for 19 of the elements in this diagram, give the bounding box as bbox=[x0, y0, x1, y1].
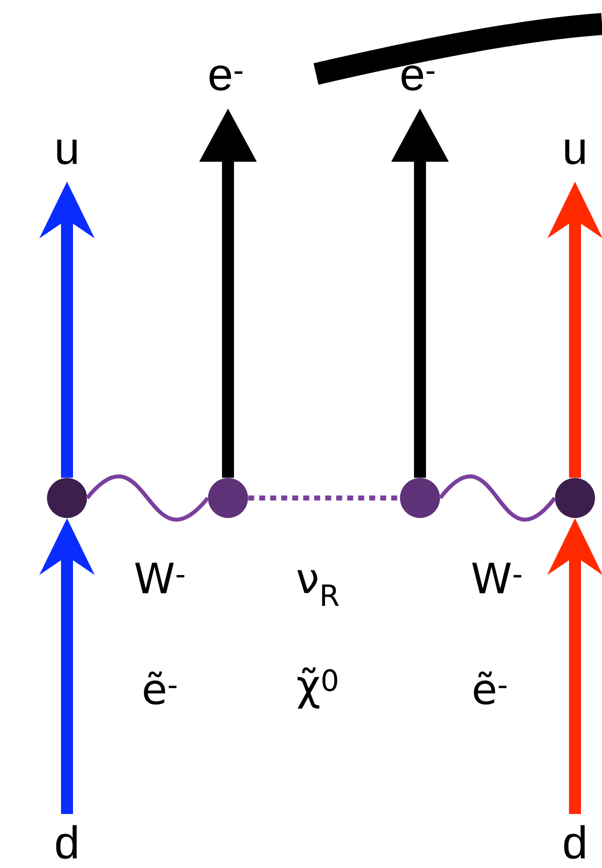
particle-label: e$^{-}$ bbox=[210, 65, 242, 91]
particle-label: ν$_{R}$ bbox=[297, 570, 339, 606]
particle-line bbox=[438, 474, 556, 522]
particle-label: χ̃$^{0}$ bbox=[298, 667, 338, 709]
particle-label: e$^{-}$ bbox=[402, 65, 434, 91]
particle-label: u bbox=[57, 140, 77, 164]
vertex-dot bbox=[400, 478, 440, 518]
particle-label: W$^{-}$ bbox=[135, 562, 184, 594]
particle-label: u bbox=[565, 140, 585, 164]
particle-label: W$^{-}$ bbox=[472, 562, 522, 594]
vertex-dot bbox=[47, 478, 87, 518]
particle-label: ẽ$^{-}$ bbox=[474, 671, 506, 705]
particle-label: ẽ$^{-}$ bbox=[144, 671, 176, 705]
particle-line bbox=[86, 474, 210, 522]
vertex-dot bbox=[555, 478, 595, 518]
particle-label: d bbox=[56, 825, 77, 859]
vertex-dot bbox=[208, 478, 248, 518]
particle-label: d bbox=[564, 825, 585, 859]
particle-line bbox=[248, 496, 400, 500]
